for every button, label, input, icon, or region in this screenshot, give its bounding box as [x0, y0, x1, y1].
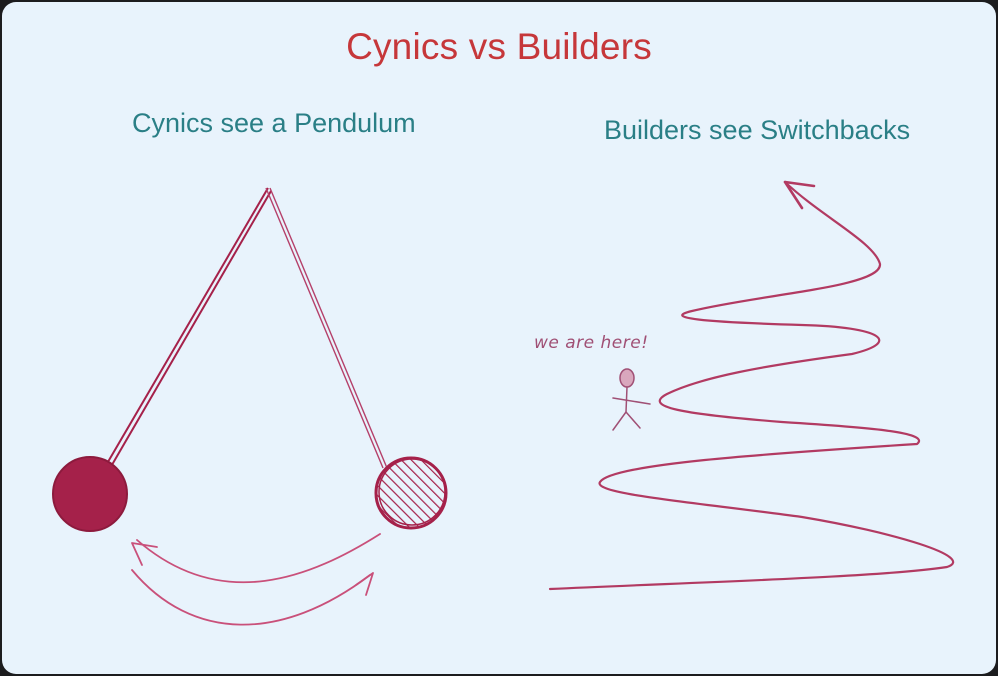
stick-figure-icon [612, 368, 651, 431]
pendulum-rod-right [265, 187, 388, 469]
switchback-path-icon [548, 180, 955, 591]
we-are-here-note: we are here! [534, 333, 649, 353]
swing-arrow-left [136, 533, 381, 584]
switchbacks-heading: Builders see Switchbacks [604, 115, 911, 145]
swing-arrows-icon [131, 533, 381, 626]
pendulum-bob-hatched [374, 456, 448, 530]
pendulum-rod-left [104, 187, 272, 471]
swing-arrow-right [131, 569, 371, 626]
pendulum-icon [52, 187, 448, 532]
pendulum-heading: Cynics see a Pendulum [132, 108, 416, 138]
slide-title: Cynics vs Builders [346, 26, 652, 67]
pendulum-bob-solid [52, 456, 128, 532]
